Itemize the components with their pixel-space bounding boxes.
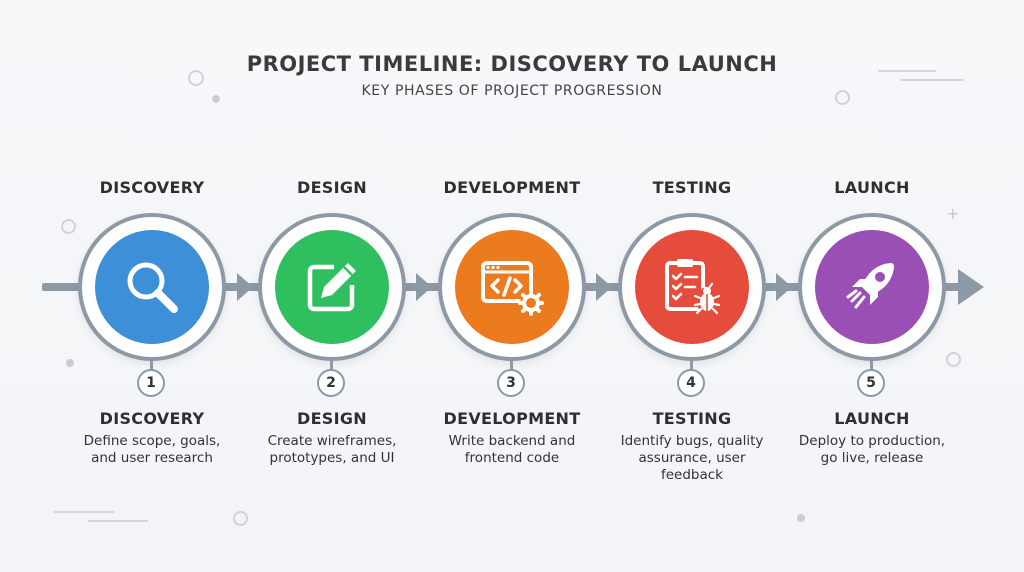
decor-ring (61, 219, 76, 234)
phase-description: Identify bugs, quality assurance, user f… (597, 433, 787, 484)
timeline-arrow-head-icon (958, 269, 984, 305)
phase-title: DISCOVERY (99, 409, 205, 428)
phase-number-badge: 1 (137, 369, 165, 397)
pencil-edit-icon (307, 263, 356, 312)
phase-testing: TESTING 4 TESTING (597, 0, 787, 572)
phase-number-badge: 2 (317, 369, 345, 397)
phase-description-line: assurance, user (638, 450, 746, 466)
phase-title: DEVELOPMENT (443, 409, 581, 428)
phase-description-line: Create wireframes, (267, 433, 397, 449)
magnifier-icon (127, 262, 178, 313)
code-gear-icon (481, 261, 544, 316)
decor-ring (835, 90, 850, 105)
phase-title-top: DEVELOPMENT (443, 178, 581, 197)
phase-ring (618, 213, 766, 361)
phase-icon-circle (635, 230, 749, 344)
phase-title-top: DISCOVERY (99, 178, 205, 197)
decor-plus-icon: + (946, 204, 960, 223)
phase-ring (798, 213, 946, 361)
phase-description: Deploy to production, go live, release (777, 433, 967, 467)
decor-dot (797, 514, 805, 522)
phase-stem (330, 359, 333, 371)
page-title: PROJECT TIMELINE: DISCOVERY TO LAUNCH (246, 52, 778, 76)
phase-design: DESIGN 2 DESIGN Create wireframes, proto… (237, 0, 427, 572)
phase-description-line: Deploy to production, (798, 433, 946, 449)
decor-line (88, 520, 148, 522)
phase-description: Write backend and frontend code (417, 433, 607, 467)
rocket-icon (846, 263, 894, 309)
phase-number-badge: 5 (857, 369, 885, 397)
decor-ring (946, 352, 961, 367)
decor-ring (233, 511, 248, 526)
phase-icon-circle (275, 230, 389, 344)
phase-description-line: Identify bugs, quality (620, 433, 764, 449)
phase-description-line: and user research (91, 450, 213, 466)
phase-title-top: TESTING (652, 178, 732, 197)
phase-stem (150, 359, 153, 371)
phase-launch: LAUNCH 5 LAUNCH Deploy to production, go… (777, 0, 967, 572)
phase-title: LAUNCH (834, 409, 910, 428)
timeline-chevron-icon (237, 273, 253, 301)
phase-stem (870, 359, 873, 371)
phase-development: DEVELOPMENT 3 DEVELOPMENT Write backend (417, 0, 607, 572)
phase-description-line: Define scope, goals, (83, 433, 221, 449)
page-subtitle: KEY PHASES OF PROJECT PROGRESSION (361, 83, 663, 99)
decor-dot (212, 95, 220, 103)
decor-dot (66, 359, 74, 367)
phase-number-badge: 3 (497, 369, 525, 397)
phase-title: TESTING (652, 409, 732, 428)
decor-line (54, 511, 114, 513)
phase-description-line: prototypes, and UI (269, 450, 395, 466)
phase-description: Define scope, goals, and user research (57, 433, 247, 467)
phase-description: Create wireframes, prototypes, and UI (237, 433, 427, 467)
phase-description-line: Write backend and (448, 433, 576, 449)
phase-title: DESIGN (296, 409, 367, 428)
decor-ring (188, 70, 204, 86)
phase-icon-circle (455, 230, 569, 344)
phase-ring (438, 213, 586, 361)
phase-title-top: DESIGN (296, 178, 367, 197)
phase-discovery: DISCOVERY 1 DISCOVERY Define scope, goal… (57, 0, 247, 572)
phase-number-badge: 4 (677, 369, 705, 397)
decor-line (878, 70, 936, 72)
phase-description-line: feedback (660, 467, 723, 483)
phase-title-top: LAUNCH (834, 178, 910, 197)
timeline-chevron-icon (596, 273, 612, 301)
timeline-chevron-icon (416, 273, 432, 301)
phase-ring (78, 213, 226, 361)
phase-description-line: frontend code (464, 450, 560, 466)
phase-stem (510, 359, 513, 371)
phase-ring (258, 213, 406, 361)
phase-stem (690, 359, 693, 371)
phase-icon-circle (815, 230, 929, 344)
decor-line (900, 79, 964, 81)
timeline-chevron-icon (776, 273, 792, 301)
phase-icon-circle (95, 230, 209, 344)
checklist-bug-icon (665, 259, 721, 315)
phase-description-line: go live, release (820, 450, 924, 466)
